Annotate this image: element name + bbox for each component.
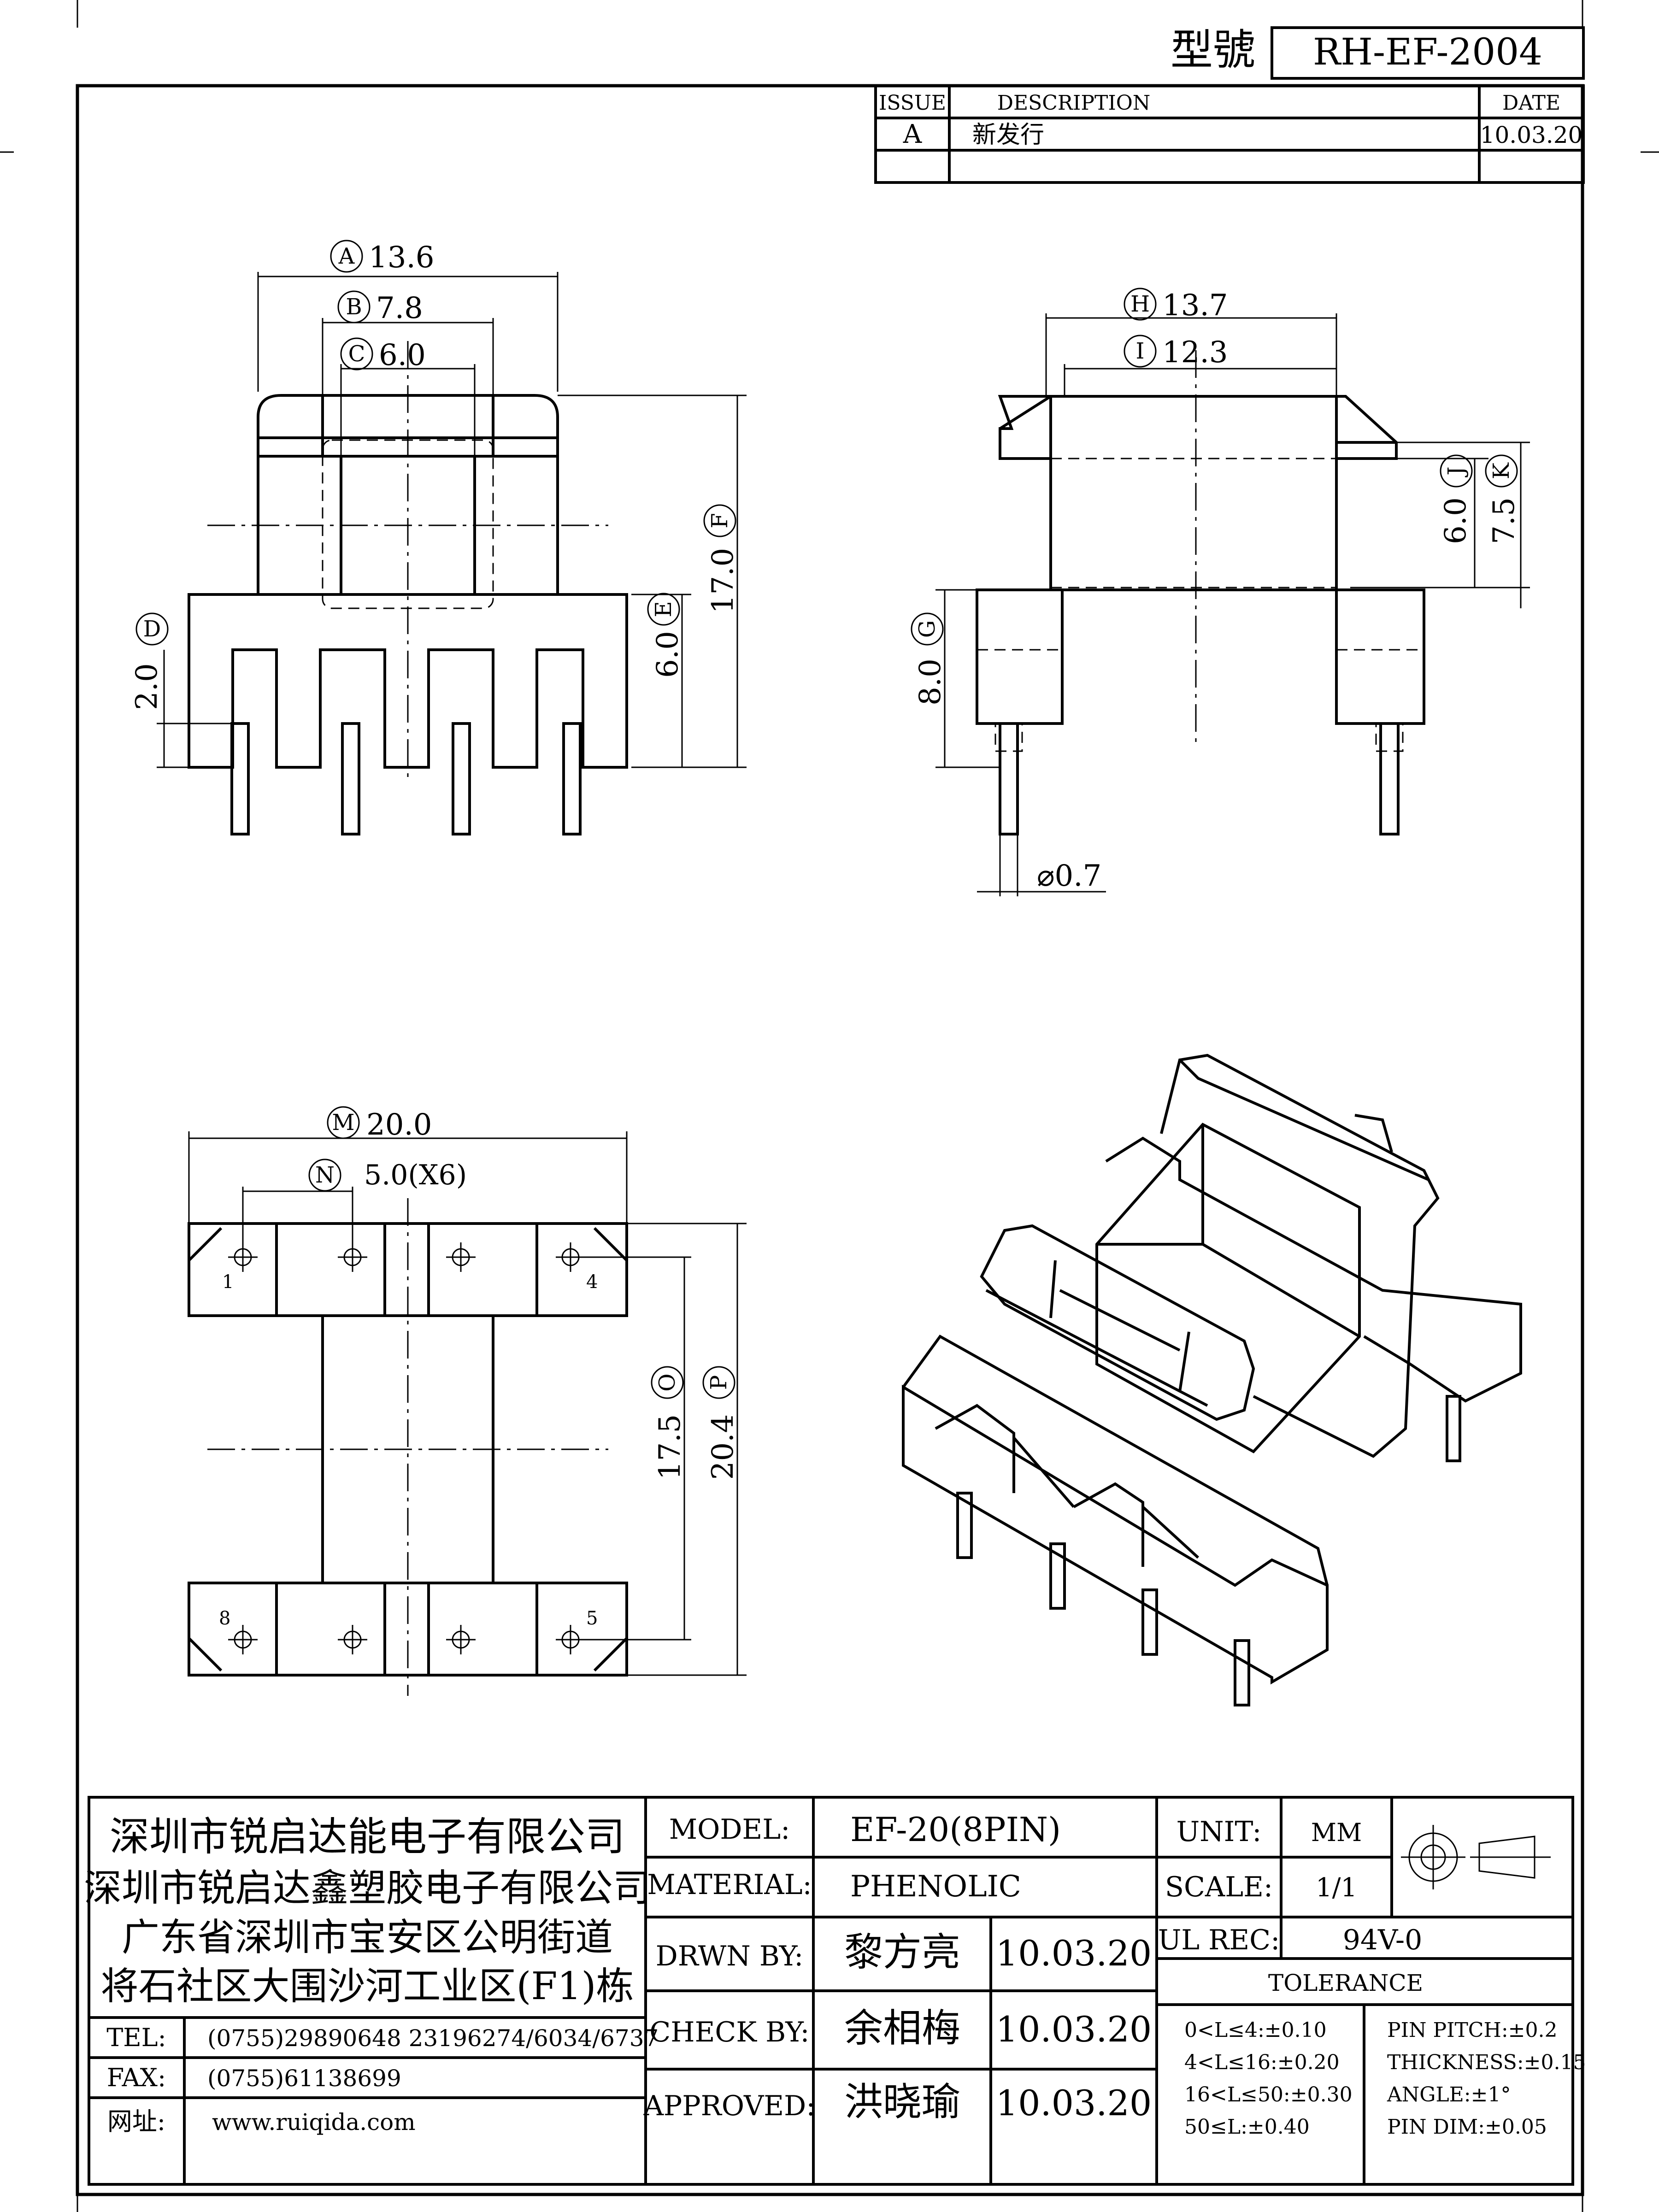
dim-g: 8.0 bbox=[913, 659, 947, 706]
projection-symbol-icon bbox=[1401, 1825, 1551, 1889]
web-value: www.ruiqida.com bbox=[212, 2109, 416, 2136]
tol-left-2: 4<L≤16:±0.20 bbox=[1184, 2051, 1340, 2074]
check-name: 余相梅 bbox=[844, 2006, 960, 2051]
model-number-value: RH-EF-2004 bbox=[1313, 30, 1542, 73]
rev-row-issue: A bbox=[903, 119, 922, 149]
tol-left-4: 50≤L:±0.40 bbox=[1184, 2115, 1310, 2139]
pin-label-4: 4 bbox=[586, 1271, 598, 1293]
web-label: 网址: bbox=[107, 2107, 165, 2136]
drawn-date: 10.03.20 bbox=[996, 1933, 1152, 1974]
dim-tag-o: O bbox=[654, 1373, 680, 1391]
tol-right-3: ANGLE:±1° bbox=[1387, 2083, 1511, 2106]
scale-label: SCALE: bbox=[1165, 1871, 1273, 1903]
dim-pin-diameter: ⌀0.7 bbox=[1037, 859, 1101, 893]
dim-o: 17.5 bbox=[653, 1414, 687, 1480]
tol-left-3: 16<L≤50:±0.30 bbox=[1184, 2083, 1353, 2106]
front-pins bbox=[230, 722, 582, 835]
dim-tag-m: M bbox=[332, 1110, 354, 1135]
dim-tag-i: I bbox=[1136, 338, 1145, 364]
dim-f: 17.0 bbox=[706, 548, 740, 614]
check-label: CHECK BY: bbox=[649, 2016, 809, 2048]
dim-i: 12.3 bbox=[1162, 335, 1228, 370]
company-line-1: 深圳市锐启达能电子有限公司 bbox=[110, 1814, 625, 1860]
dim-b: 7.8 bbox=[376, 291, 423, 325]
dim-n: 5.0(X6) bbox=[364, 1159, 467, 1191]
pin-label-1: 1 bbox=[222, 1271, 234, 1293]
drawn-label: DRWN BY: bbox=[656, 1940, 804, 1972]
model-value: EF-20(8PIN) bbox=[850, 1810, 1061, 1849]
dim-tag-p: P bbox=[706, 1375, 732, 1390]
dim-tag-g: G bbox=[914, 620, 940, 638]
tolerance-label: TOLERANCE bbox=[1268, 1970, 1423, 1996]
front-view: A 13.6 B 7.8 C 6.0 F 17.0 E 6.0 D 2. bbox=[130, 240, 747, 835]
tol-left-1: 0<L≤4:±0.10 bbox=[1184, 2018, 1327, 2042]
isometric-view bbox=[902, 1053, 1522, 1706]
dim-e: 6.0 bbox=[651, 631, 685, 678]
model-number-label: 型號 bbox=[1171, 25, 1255, 75]
dim-tag-b: B bbox=[346, 294, 362, 320]
dim-tag-n: N bbox=[315, 1162, 335, 1188]
material-label: MATERIAL: bbox=[647, 1869, 812, 1901]
tel-label: TEL: bbox=[106, 2023, 166, 2052]
ul-value: 94V-0 bbox=[1343, 1924, 1423, 1956]
rev-col-description: DESCRIPTION bbox=[997, 91, 1151, 115]
tel-value: (0755)29890648 23196274/6034/6737 bbox=[207, 2025, 659, 2052]
tol-right-1: PIN PITCH:±0.2 bbox=[1387, 2018, 1558, 2042]
rev-col-date: DATE bbox=[1502, 91, 1560, 115]
dim-h: 13.7 bbox=[1162, 288, 1228, 323]
ul-label: UL REC: bbox=[1158, 1924, 1280, 1956]
bottom-pin-markers bbox=[228, 1242, 585, 1654]
dim-j: 6.0 bbox=[1439, 497, 1473, 544]
unit-value: MM bbox=[1311, 1818, 1362, 1847]
scale-value: 1/1 bbox=[1316, 1873, 1357, 1903]
check-date: 10.03.20 bbox=[996, 2009, 1152, 2050]
company-line-2: 深圳市锐启达鑫塑胶电子有限公司 bbox=[84, 1866, 651, 1910]
company-line-3: 广东省深圳市宝安区公明街道 bbox=[122, 1916, 613, 1959]
dim-tag-j: J bbox=[1443, 466, 1469, 477]
dim-c: 6.0 bbox=[379, 338, 426, 372]
rev-col-issue: ISSUE bbox=[879, 91, 946, 115]
dim-p: 20.4 bbox=[706, 1414, 740, 1480]
pin-label-8: 8 bbox=[219, 1608, 230, 1629]
dim-tag-f: F bbox=[707, 513, 733, 528]
dim-d: 2.0 bbox=[130, 663, 164, 710]
fax-value: (0755)61138699 bbox=[207, 2065, 401, 2092]
dim-tag-c: C bbox=[348, 341, 365, 367]
model-label: MODEL: bbox=[669, 1813, 790, 1846]
dim-tag-a: A bbox=[338, 243, 355, 269]
approved-name: 洪晓瑜 bbox=[844, 2079, 960, 2124]
drawn-name: 黎方亮 bbox=[844, 1930, 960, 1975]
material-value: PHENOLIC bbox=[850, 1870, 1021, 1904]
tol-right-4: PIN DIM:±0.05 bbox=[1387, 2115, 1547, 2139]
bottom-view: 1 4 5 8 M 20.0 N 5.0(X6) O 17.5 P 20.4 bbox=[188, 1106, 747, 1696]
fax-label: FAX: bbox=[107, 2063, 166, 2092]
revision-table: ISSUE DESCRIPTION DATE A 新发行 10.03.20 bbox=[874, 84, 1585, 184]
dim-a: 13.6 bbox=[369, 241, 435, 275]
dim-tag-h: H bbox=[1130, 291, 1150, 317]
dim-tag-e: E bbox=[651, 601, 677, 617]
company-line-4: 将石社区大围沙河工业区(F1)栋 bbox=[100, 1965, 634, 2008]
approved-date: 10.03.20 bbox=[996, 2083, 1152, 2124]
model-number-header: 型號 RH-EF-2004 bbox=[1171, 25, 1585, 80]
side-view: H 13.7 I 12.3 J 6.0 K 7.5 G 8.0 ⌀0.7 bbox=[911, 288, 1530, 896]
rev-row-description: 新发行 bbox=[972, 121, 1044, 149]
dim-k: 7.5 bbox=[1487, 497, 1521, 544]
dim-tag-d: D bbox=[143, 616, 161, 642]
unit-label: UNIT: bbox=[1177, 1816, 1262, 1848]
pin-label-5: 5 bbox=[586, 1608, 598, 1629]
tol-right-2: THICKNESS:±0.15 bbox=[1387, 2051, 1586, 2074]
title-block: 深圳市锐启达能电子有限公司 深圳市锐启达鑫塑胶电子有限公司 广东省深圳市宝安区公… bbox=[84, 1796, 1586, 2186]
dim-m: 20.0 bbox=[366, 1108, 432, 1142]
approved-label: APPROVED: bbox=[643, 2090, 816, 2122]
dim-tag-k: K bbox=[1488, 462, 1514, 479]
rev-row-date: 10.03.20 bbox=[1480, 122, 1583, 148]
